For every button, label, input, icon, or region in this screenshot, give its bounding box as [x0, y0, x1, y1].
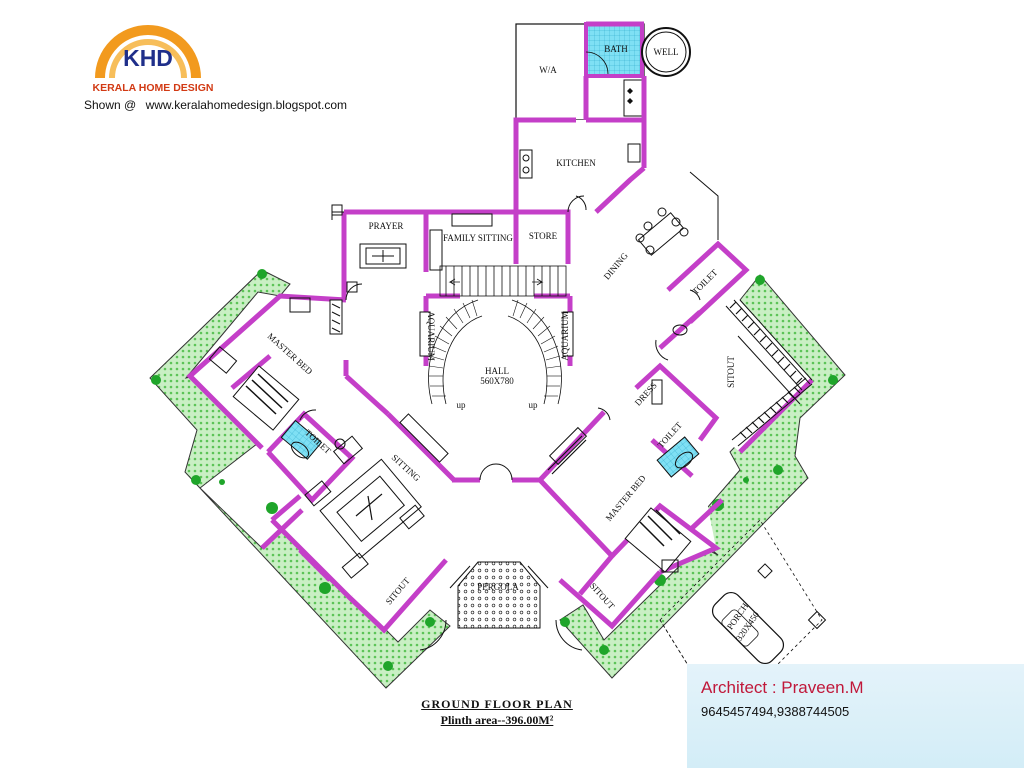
- label-up-left: up: [457, 400, 467, 410]
- architect-phone: 9645457494,9388744505: [701, 704, 850, 719]
- logo-arc-outer: [95, 25, 201, 79]
- car-icon: [711, 591, 785, 665]
- label-family-sitting: FAMILY SITTING: [443, 233, 513, 243]
- label-aquarium-left: AQUARIUM: [426, 311, 436, 361]
- furniture: [208, 143, 701, 579]
- shown-prefix: Shown @: [84, 98, 137, 112]
- label-aquarium-right: AQUARIUM: [560, 311, 570, 361]
- plan-title-block: GROUND FLOOR PLAN Plinth area--396.00M²: [392, 697, 602, 728]
- architect-box: Architect : Praveen.M 9645457494,9388744…: [687, 664, 1024, 768]
- plan-title: GROUND FLOOR PLAN: [421, 697, 573, 711]
- lattice-hatching: [729, 301, 803, 439]
- well: [641, 27, 691, 77]
- logo-arc-inner: [109, 39, 187, 79]
- label-pergola: PERGOLA: [477, 582, 519, 592]
- label-well: WELL: [654, 47, 679, 57]
- pergola: [419, 561, 583, 651]
- label-up-right: up: [529, 400, 539, 410]
- label-store: STORE: [529, 231, 558, 241]
- label-prayer: PRAYER: [369, 221, 404, 231]
- logo-tagline: KERALA HOME DESIGN: [93, 82, 214, 94]
- label-kitchen: KITCHEN: [556, 158, 596, 168]
- logo-brand: KHD: [123, 45, 173, 71]
- plinth-area: Plinth area--396.00M²: [440, 713, 554, 727]
- label-hall: HALL: [485, 366, 509, 376]
- outline-lines: [331, 171, 813, 447]
- source-caption: Shown @ www.keralahomedesign.blogspot.co…: [84, 98, 353, 112]
- architect-name: Architect : Praveen.M: [701, 678, 864, 697]
- label-bath: BATH: [604, 44, 628, 54]
- spiral-staircase: [428, 265, 567, 405]
- utility-block: [515, 22, 691, 141]
- khd-logo: KHD KERALA HOME DESIGN: [93, 25, 214, 94]
- source-url[interactable]: www.keralahomedesign.blogspot.com: [145, 98, 348, 112]
- label-wa: W/A: [539, 65, 557, 75]
- porch-posts: [757, 563, 827, 630]
- label-sitout-east: SITOUT: [726, 356, 736, 388]
- label-hall-size: 560X780: [480, 376, 514, 386]
